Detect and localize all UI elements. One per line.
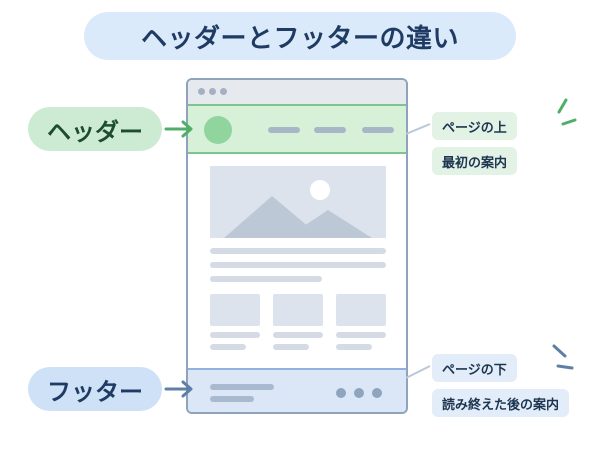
header-note: ページの上 <box>432 112 517 140</box>
footer-note: ページの下 <box>432 354 517 382</box>
window-dot <box>220 88 227 95</box>
social-icon-placeholder <box>336 388 346 398</box>
text-line-placeholder <box>336 332 386 338</box>
card-placeholder <box>273 294 323 326</box>
text-line-placeholder <box>336 344 372 350</box>
card-placeholder <box>210 294 260 326</box>
mountain-image-icon <box>224 180 372 238</box>
footer-text-placeholder <box>210 396 254 402</box>
webpage-mockup <box>186 78 408 414</box>
window-dot <box>209 88 216 95</box>
header-arrow-icon <box>164 120 193 138</box>
nav-link-placeholder <box>362 127 394 133</box>
footer-connector-line <box>405 365 431 379</box>
footer-sparkle-icon <box>552 344 574 370</box>
social-icon-placeholder <box>354 388 364 398</box>
social-icon-placeholder <box>372 388 382 398</box>
footer-text-placeholder <box>210 384 274 390</box>
image-placeholder <box>210 166 386 238</box>
text-line-placeholder <box>210 262 386 268</box>
card-placeholder <box>336 294 386 326</box>
nav-link-placeholder <box>268 127 300 133</box>
footer-region <box>188 368 406 412</box>
text-line-placeholder <box>210 332 260 338</box>
header-label: ヘッダー <box>28 107 162 151</box>
footer-arrow-icon <box>164 380 193 398</box>
text-line-placeholder <box>273 332 323 338</box>
footer-note: 読み終えた後の案内 <box>432 389 570 417</box>
nav-link-placeholder <box>314 127 346 133</box>
header-connector-line <box>405 123 431 135</box>
logo-circle <box>204 116 232 144</box>
text-line-placeholder <box>210 344 246 350</box>
diagram-title: ヘッダーとフッターの違い <box>84 12 516 60</box>
text-line-placeholder <box>273 344 309 350</box>
text-line-placeholder <box>210 248 386 254</box>
header-region <box>188 104 406 154</box>
text-line-placeholder <box>210 276 322 282</box>
window-dot <box>198 88 205 95</box>
header-note: 最初の案内 <box>432 147 518 175</box>
footer-label: フッター <box>28 367 162 411</box>
header-sparkle-icon <box>557 98 577 126</box>
